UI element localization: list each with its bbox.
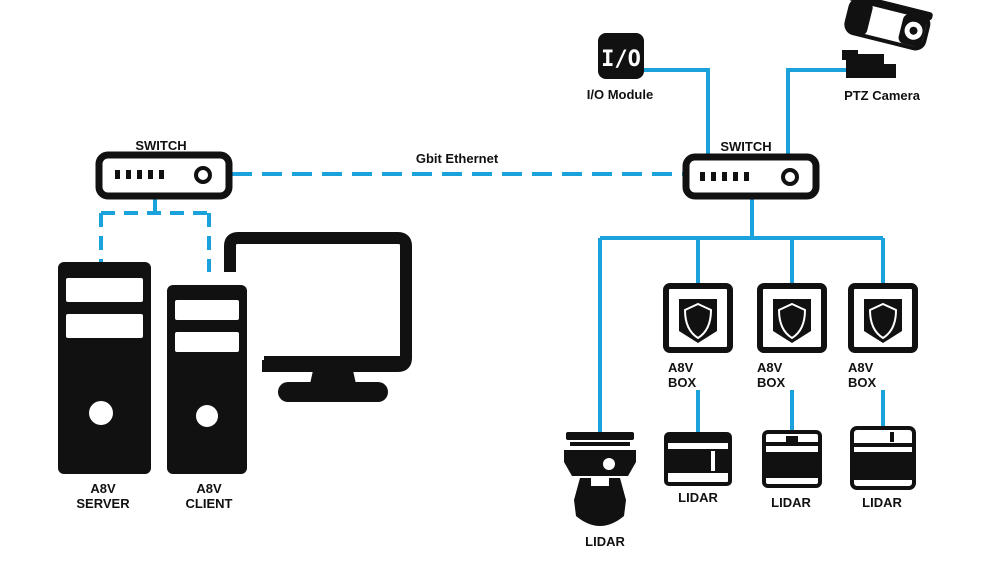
shield-box-icon (663, 283, 733, 353)
box-3-label: A8V BOX (848, 360, 876, 390)
lidar-2-label: LIDAR (678, 490, 718, 505)
monitor-icon (224, 232, 412, 402)
lidar-icon (850, 426, 916, 490)
left-switch-label: SWITCH (135, 138, 187, 153)
lidar-3-label: LIDAR (771, 495, 811, 510)
switch-icon (682, 153, 820, 200)
shield-box-icon (757, 283, 827, 353)
io-module-icon: I/O (598, 33, 644, 79)
client-label: A8V CLIENT (186, 481, 233, 511)
server-label: A8V SERVER (76, 481, 129, 511)
lidar-icon (564, 432, 636, 526)
lidar-1-label: LIDAR (585, 534, 625, 549)
gbit-ethernet-label: Gbit Ethernet (415, 151, 499, 166)
ptz-camera-icon (842, 0, 933, 78)
connection-lines (99, 68, 885, 434)
switch-icon (95, 151, 233, 200)
shield-box-icon (848, 283, 918, 353)
server-tower-icon (58, 262, 151, 474)
client-label-line-2: CLIENT (185, 496, 233, 511)
io-glyph: I/O (601, 47, 641, 72)
box-label-line-1: A8V (668, 360, 694, 375)
client-label-line-1: A8V (196, 481, 222, 496)
server-label-line-2: SERVER (76, 496, 130, 511)
box-1-label: A8V BOX (668, 360, 696, 390)
io-module-link (643, 68, 710, 158)
box-label-line-1: A8V (757, 360, 783, 375)
box-2-label: A8V BOX (757, 360, 785, 390)
box-label-line-2: BOX (848, 375, 877, 390)
ptz-camera-label: PTZ Camera (844, 88, 920, 103)
io-module-label: I/O Module (586, 87, 654, 102)
box-label-line-1: A8V (848, 360, 874, 375)
box-label-line-2: BOX (757, 375, 786, 390)
lidar-icon (664, 432, 732, 486)
left-switch-drops (99, 197, 211, 272)
ptz-camera-link (786, 68, 848, 158)
box-label-line-2: BOX (668, 375, 697, 390)
lidar-icon (762, 430, 822, 488)
lidar-4-label: LIDAR (862, 495, 902, 510)
server-label-line-1: A8V (90, 481, 116, 496)
client-tower-icon (167, 285, 247, 474)
right-switch-label: SWITCH (720, 139, 772, 154)
